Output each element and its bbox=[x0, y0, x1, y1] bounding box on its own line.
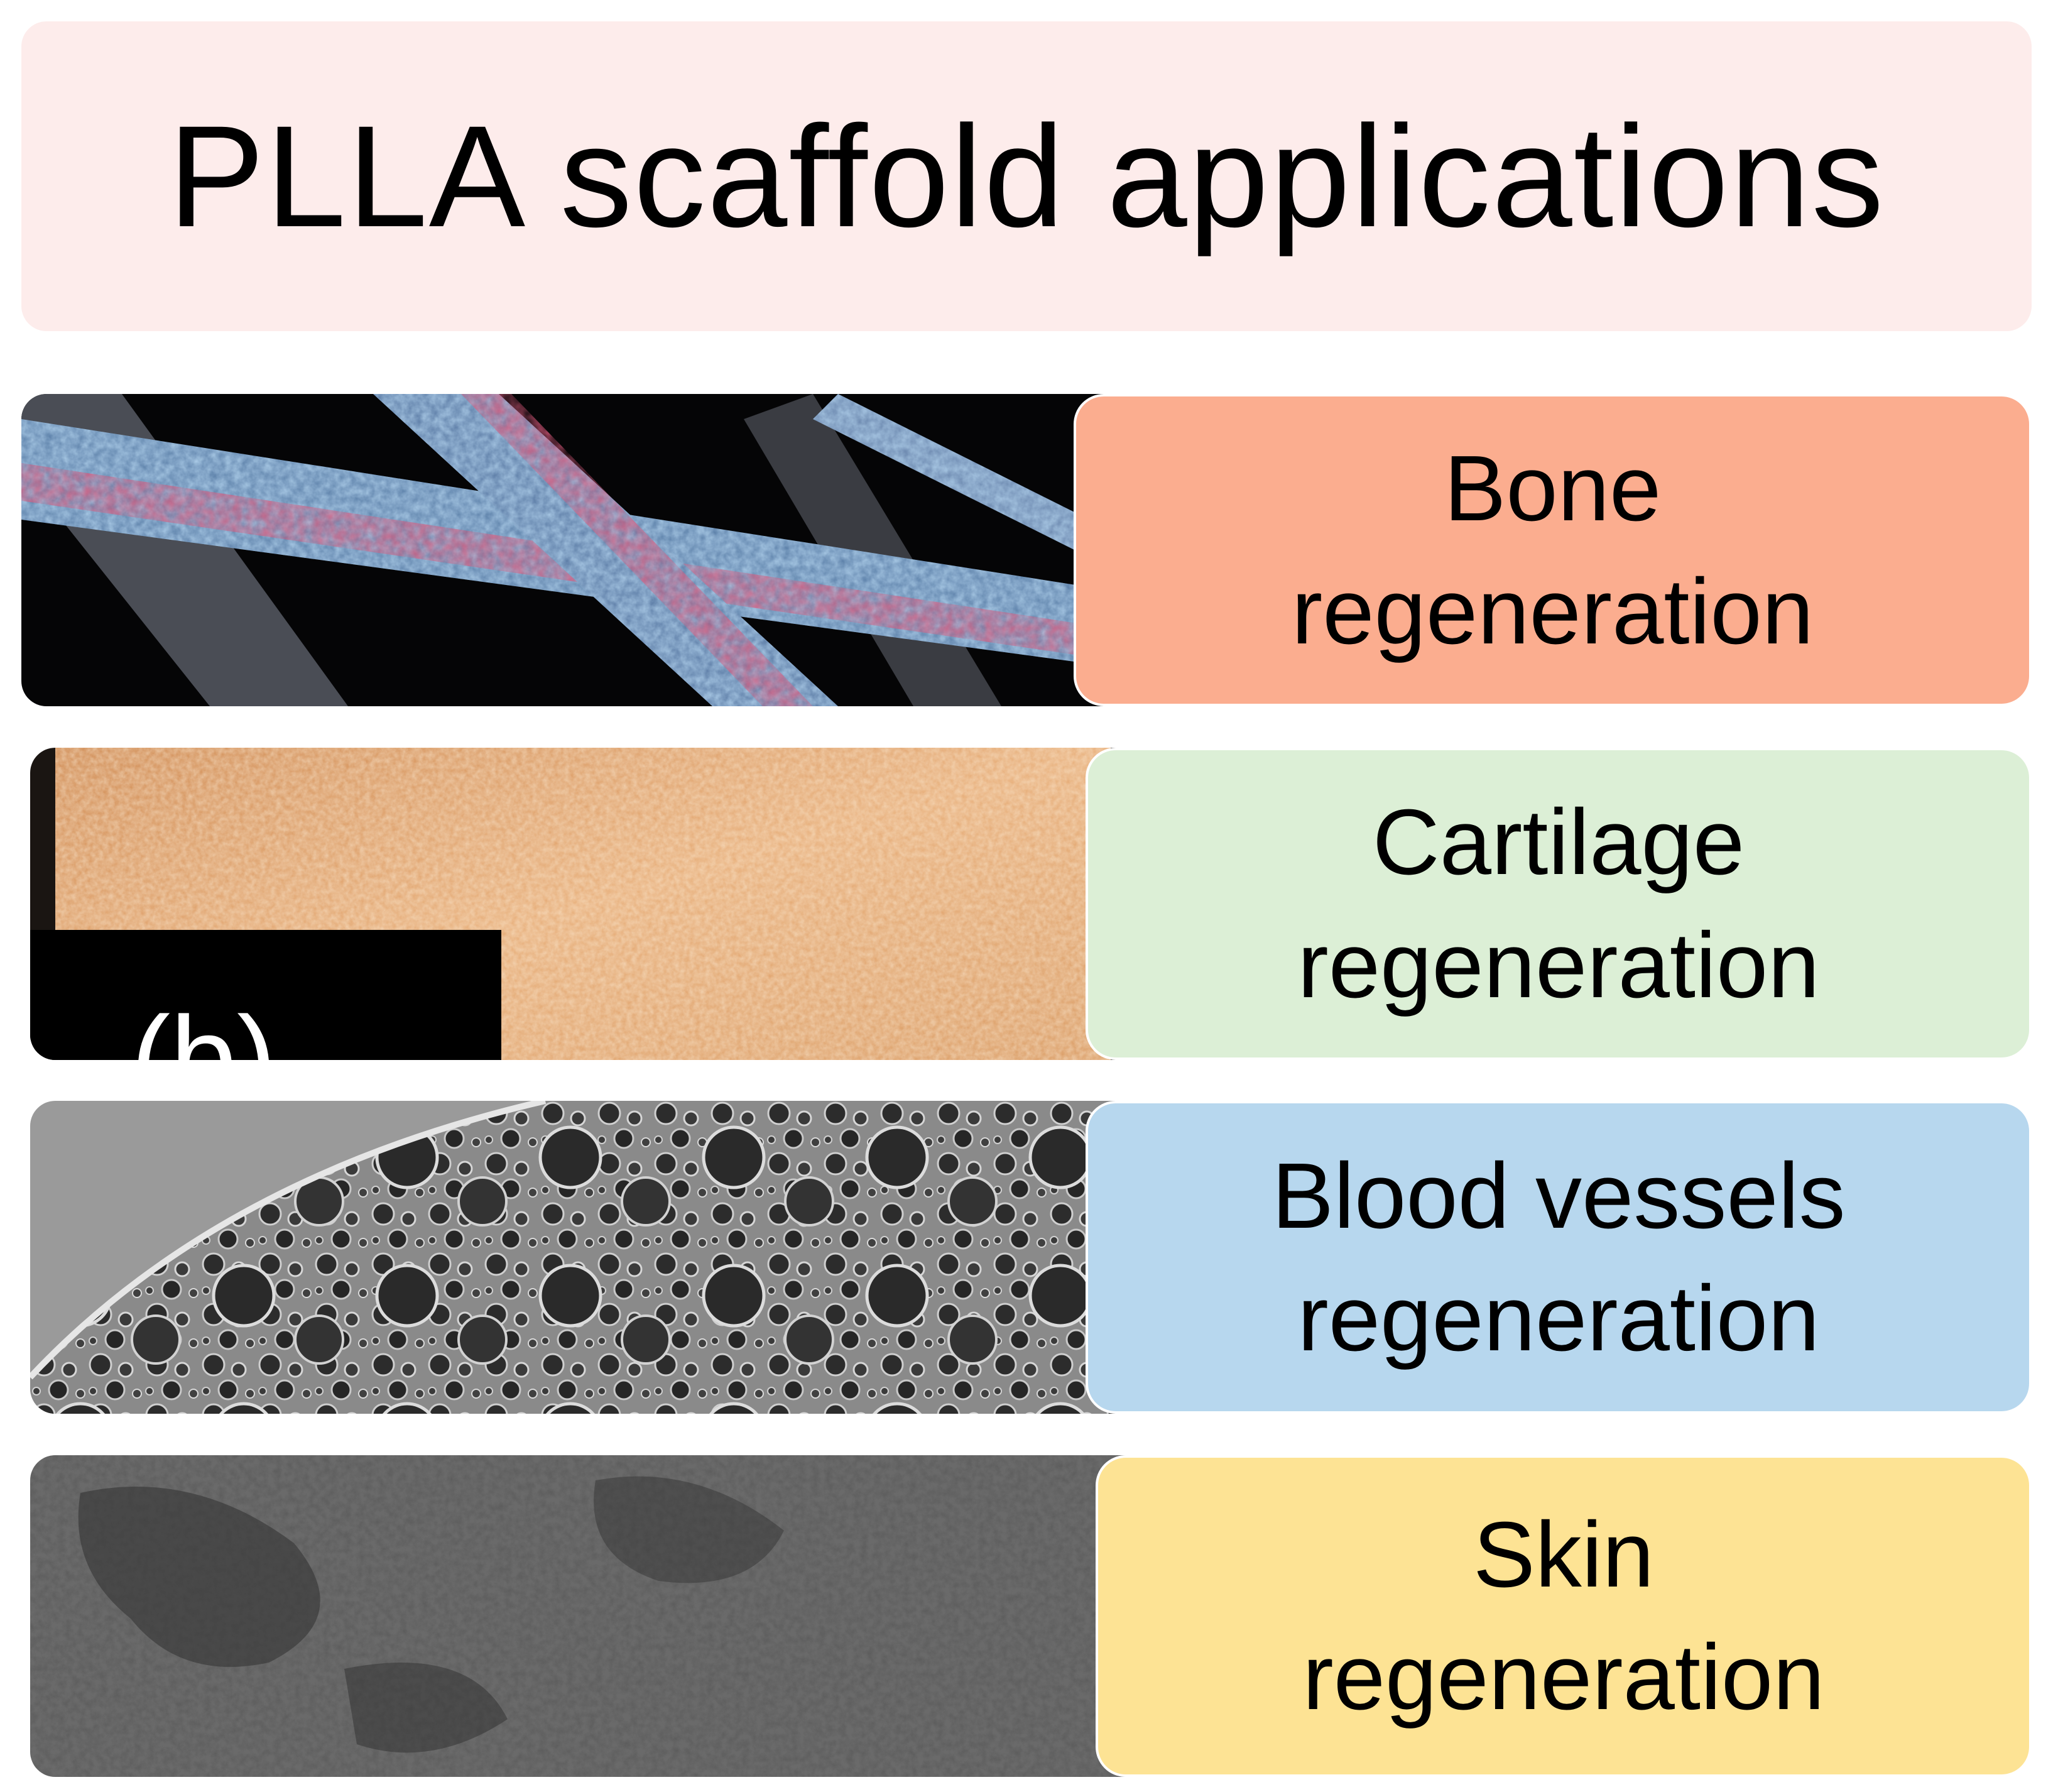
blood-vessel-scaffold-image bbox=[30, 1101, 1142, 1414]
application-row-skin: Skin regeneration bbox=[30, 1455, 2032, 1777]
cartilage-tissue-image: (b) bbox=[30, 748, 1142, 1060]
bone-label-line2: regeneration bbox=[1291, 559, 1814, 664]
cartilage-label-line2: regeneration bbox=[1297, 913, 1820, 1017]
application-row-blood-vessels: Blood vessels regeneration bbox=[30, 1101, 2032, 1414]
skin-scaffold-image bbox=[30, 1455, 1148, 1777]
blood-vessels-label-line1: Blood vessels bbox=[1271, 1144, 1846, 1248]
skin-regeneration-label: Skin regeneration bbox=[1096, 1455, 2032, 1777]
bone-label-line1: Bone bbox=[1444, 437, 1662, 541]
bone-regeneration-label: Bone regeneration bbox=[1074, 394, 2032, 706]
blood-vessels-label-line2: regeneration bbox=[1297, 1267, 1820, 1370]
diagram-title: PLLA scaffold applications bbox=[168, 95, 1885, 257]
cartilage-label-line1: Cartilage bbox=[1372, 790, 1745, 895]
cartilage-panel-label: (b) bbox=[131, 992, 276, 1060]
application-row-bone: Bone regeneration bbox=[21, 394, 2032, 706]
application-row-cartilage: (b) Cartilage regeneration bbox=[30, 748, 2032, 1060]
skin-label-line1: Skin bbox=[1473, 1502, 1654, 1607]
bone-scaffold-image bbox=[21, 394, 1140, 706]
cartilage-regeneration-label: Cartilage regeneration bbox=[1086, 748, 2032, 1060]
skin-label-line2: regeneration bbox=[1302, 1625, 1825, 1729]
blood-vessels-regeneration-label: Blood vessels regeneration bbox=[1086, 1101, 2032, 1414]
title-banner: PLLA scaffold applications bbox=[21, 21, 2032, 331]
